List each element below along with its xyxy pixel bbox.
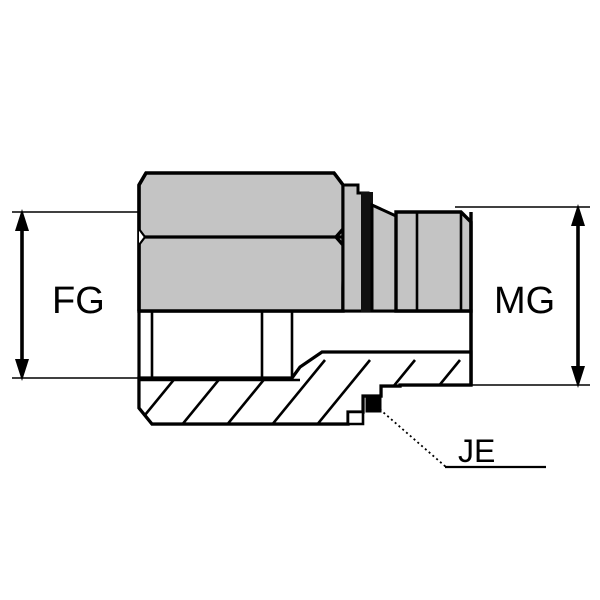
mg-dimension-label: MG xyxy=(494,280,555,322)
hex-nut-left-chamfer xyxy=(137,172,148,311)
je-leader-line xyxy=(375,405,447,468)
fg-arrowhead-bottom xyxy=(15,359,29,381)
hex-nut-body xyxy=(137,171,345,313)
mg-arrowhead-top xyxy=(571,204,585,226)
je-callout-label: JE xyxy=(458,433,495,469)
mg-dimension-group: MG xyxy=(494,204,585,388)
mg-arrowhead-bottom xyxy=(571,366,585,388)
fg-dimension-group: FG xyxy=(15,209,105,381)
tapered-shoulder xyxy=(370,202,398,313)
je-callout-group: JE xyxy=(375,405,546,469)
fg-arrowhead-top xyxy=(15,209,29,231)
fitting-geometry xyxy=(137,171,473,426)
dimension-extension-lines xyxy=(12,206,590,386)
fg-dimension-label: FG xyxy=(52,280,105,322)
je-seal-notch-profile xyxy=(346,410,365,426)
hex-nut-left-notch xyxy=(138,228,147,246)
je-seal-block xyxy=(365,395,382,413)
